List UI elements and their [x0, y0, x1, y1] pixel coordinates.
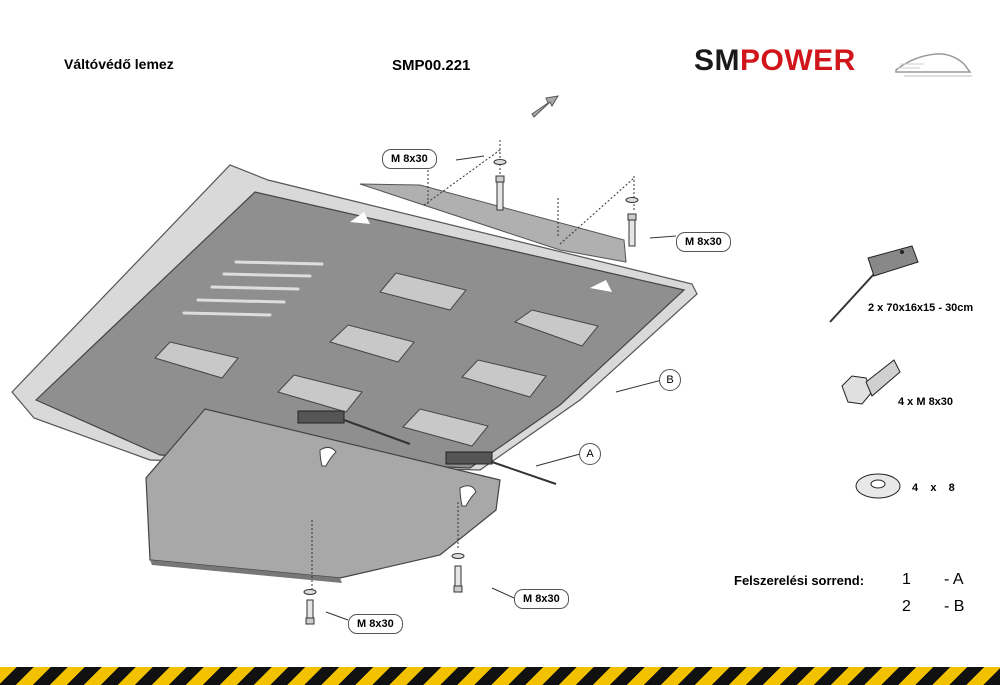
skid-plate-b [11, 164, 698, 471]
assembly-step-1-part: - A [944, 571, 964, 588]
callout-bolt-bottom-right: M 8x30 [514, 589, 569, 609]
car-silhouette-icon [895, 53, 972, 77]
diagram-title: Váltóvédő lemez [64, 56, 174, 72]
skid-plate-a [145, 408, 501, 583]
assembly-step-2-part: - B [944, 598, 965, 615]
label-part-a: A [579, 443, 601, 465]
label-part-b: B [659, 369, 681, 391]
part-code: SMP00.221 [392, 57, 471, 74]
washer-part-icon [855, 473, 901, 499]
direction-arrow-icon [531, 95, 559, 118]
strap-part-label: 2 x 70x16x15 - 30cm [868, 302, 974, 314]
assembly-order-label: Felszerelési sorrend: [734, 573, 865, 588]
logo-text-sm: SM [694, 44, 740, 77]
bolt-icon [493, 159, 507, 211]
bolt-icon [625, 197, 639, 247]
callout-bolt-top-left: M 8x30 [382, 149, 437, 169]
callout-bolt-top-right: M 8x30 [676, 232, 731, 252]
assembly-step-1-number: 1 [902, 571, 911, 588]
washer-part-label: 4 x 8 [912, 482, 955, 494]
bolt-icon [451, 553, 465, 593]
bolt-part-label: 4 x M 8x30 [898, 396, 954, 408]
hex-bolt-part-icon [841, 359, 901, 405]
callout-bolt-bottom-left: M 8x30 [348, 614, 403, 634]
bolt-icon [303, 589, 317, 625]
strap-part-icon [829, 245, 919, 323]
smpower-logo: SMPOWER [694, 40, 974, 82]
logo-text-power: POWER [740, 44, 856, 77]
hazard-stripe [0, 667, 1000, 685]
strap-installed [297, 410, 557, 485]
assembly-step-2-number: 2 [902, 598, 911, 615]
